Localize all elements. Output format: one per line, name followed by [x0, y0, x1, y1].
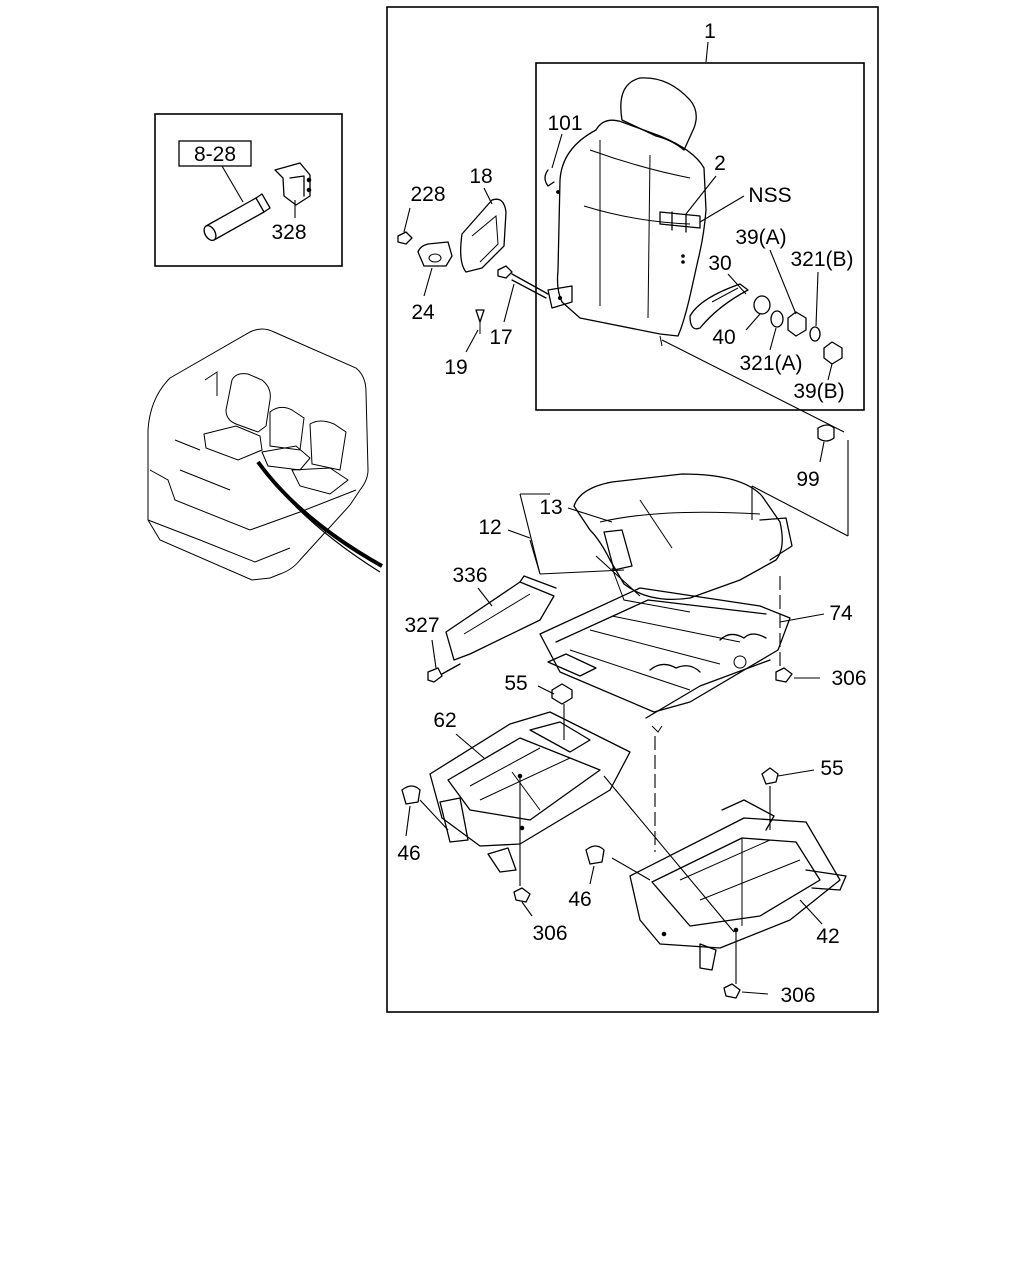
callout-18: 18 [469, 165, 492, 188]
callout-13: 13 [539, 496, 562, 519]
alignment-lines [419, 339, 849, 984]
callout-46-left: 46 [397, 842, 420, 865]
callout-39b: 39(B) [793, 380, 844, 403]
callout-55-upper: 55 [504, 672, 527, 695]
seat-slide-frame [539, 587, 793, 733]
callout-306-middle: 306 [532, 922, 567, 945]
callout-39a: 39(A) [735, 226, 786, 249]
callout-321a: 321(A) [739, 352, 802, 375]
seatback-assembly [544, 77, 707, 347]
callout-327: 327 [404, 614, 439, 637]
callout-306-upper: 306 [831, 667, 866, 690]
base-frame-upper [401, 711, 631, 903]
callout-228: 228 [410, 183, 445, 206]
callout-17: 17 [489, 326, 512, 349]
callout-99: 99 [796, 468, 819, 491]
inset-ref-label: 8-28 [194, 143, 236, 166]
callout-306-lower: 306 [780, 984, 815, 1007]
inset-ref-box [178, 140, 252, 167]
callout-321b: 321(B) [790, 248, 853, 271]
callout-1: 1 [704, 20, 716, 43]
callout-19: 19 [444, 356, 467, 379]
callout-101: 101 [547, 112, 582, 135]
callout-30: 30 [708, 252, 731, 275]
inset-detail-frame [154, 113, 343, 267]
callout-74: 74 [829, 602, 853, 625]
callout-nss: NSS [748, 184, 791, 207]
seat-cushion [573, 473, 793, 613]
callout-12: 12 [478, 516, 501, 539]
callout-46-middle: 46 [568, 888, 591, 911]
hinge-cover-parts [397, 198, 549, 334]
callout-42: 42 [816, 925, 839, 948]
cab-overview-illustration [147, 328, 383, 581]
callout-leaders [403, 41, 833, 995]
callout-2: 2 [714, 152, 726, 175]
callout-55-lower: 55 [820, 757, 843, 780]
main-diagram-frame [386, 6, 879, 1013]
callout-336: 336 [452, 564, 487, 587]
seatback-group-frame [535, 62, 865, 411]
inset-cylinder-part [178, 140, 312, 242]
side-cover-parts [427, 575, 573, 705]
callout-40: 40 [712, 326, 735, 349]
base-frame-lower [585, 767, 847, 999]
callout-328: 328 [271, 221, 306, 244]
callout-62: 62 [433, 709, 456, 732]
armrest-and-fasteners [689, 283, 843, 442]
callout-24: 24 [411, 301, 435, 324]
